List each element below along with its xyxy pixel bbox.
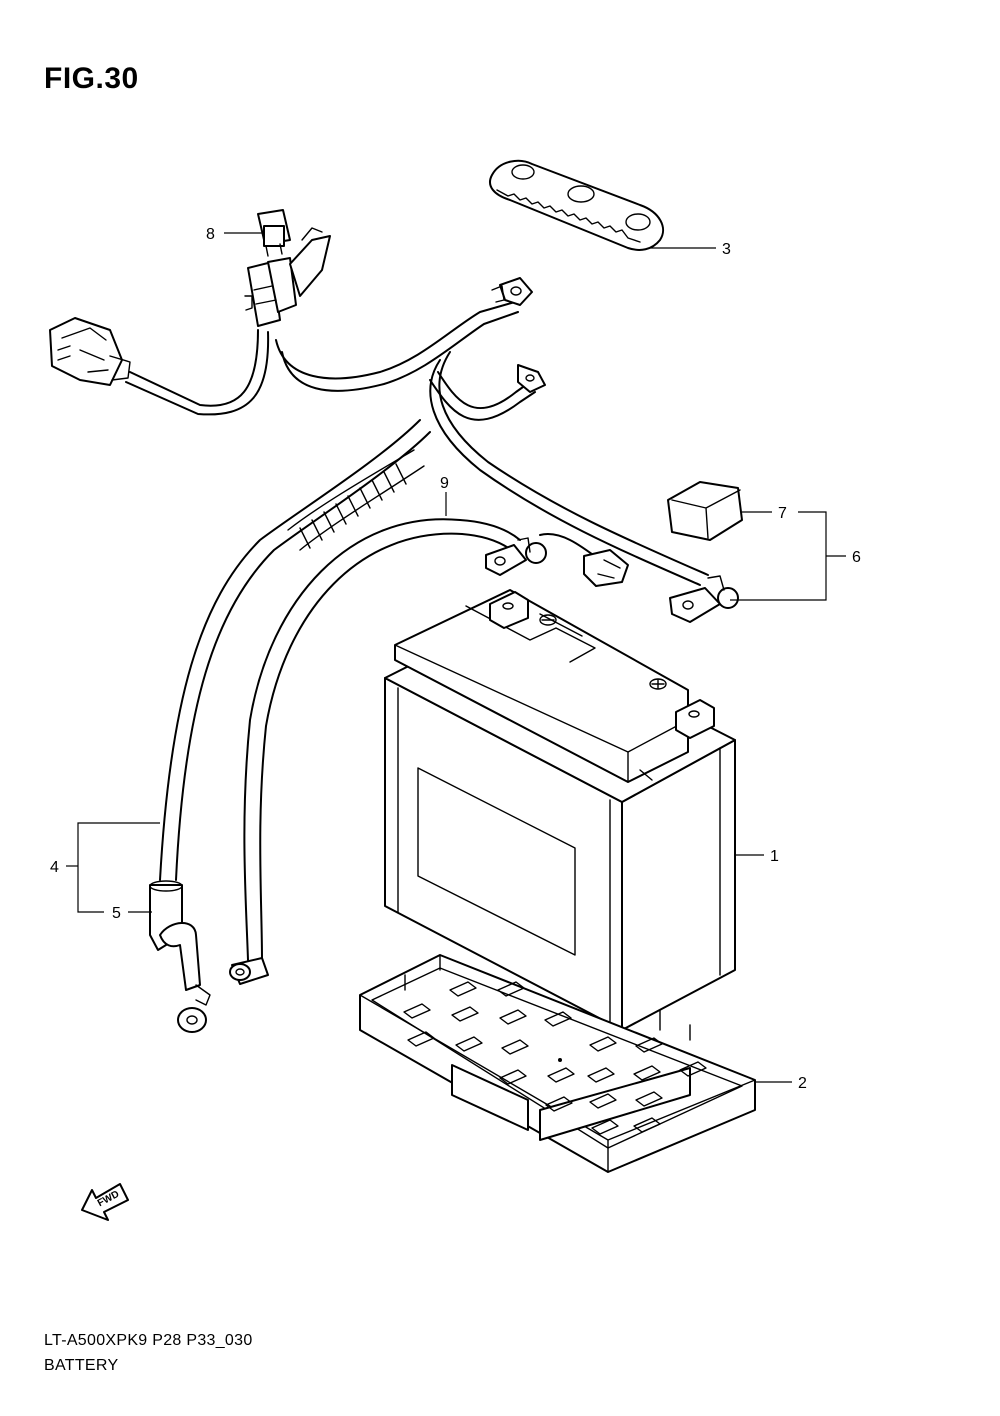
- callout-7: 7: [778, 505, 787, 522]
- callout-3: 3: [722, 241, 731, 258]
- callout-5: 5: [112, 905, 121, 922]
- section-name: BATTERY: [44, 1357, 119, 1374]
- battery-part-1: [384, 589, 736, 1031]
- harness-wires: [125, 277, 709, 586]
- model-code: LT-A500XPK9 P28 P33_030: [44, 1332, 253, 1349]
- figure-title: FIG.30: [44, 62, 139, 95]
- callout-1: 1: [770, 848, 779, 865]
- fuse-part-8: [257, 209, 291, 257]
- battery-tray-part-2: [359, 954, 756, 1173]
- fuse-holder: [244, 227, 331, 327]
- callout-6: 6: [852, 549, 861, 566]
- wire-coupler: [49, 317, 131, 386]
- negative-cable-part-9: [229, 518, 629, 985]
- callout-4: 4: [50, 859, 59, 876]
- ground-cable-part-4: [159, 419, 431, 881]
- callout-leaders: [66, 232, 846, 1083]
- callout-8: 8: [206, 226, 215, 243]
- positive-terminal-part-6: [669, 575, 739, 623]
- fwd-direction-icon: FWD: [81, 1183, 129, 1221]
- terminal-cap-part-7: [667, 481, 743, 541]
- cable-boot-part-5: [149, 880, 211, 1033]
- callout-9: 9: [440, 475, 449, 492]
- callout-2: 2: [798, 1075, 807, 1092]
- terminal-cover-part-3: [489, 159, 665, 251]
